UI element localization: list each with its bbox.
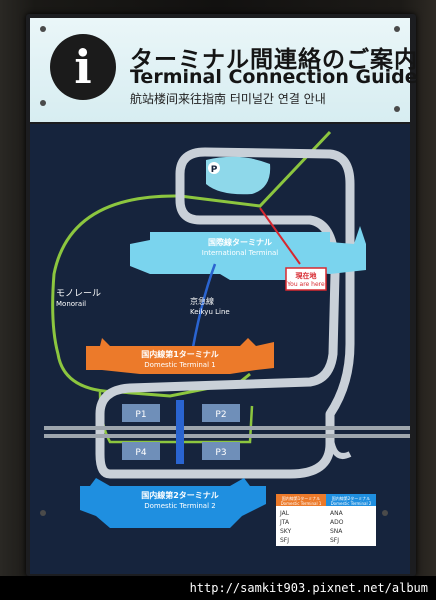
legend-t1-title-en: Domestic Terminal 1 <box>281 501 322 506</box>
legend-t2-title-en: Domestic Terminal 2 <box>331 501 372 506</box>
legend-t1-airline: SFJ <box>280 537 289 544</box>
monorail-line <box>51 130 332 398</box>
screw <box>40 100 46 106</box>
parking-p1 <box>122 404 160 422</box>
legend-t1-airline: SKY <box>280 528 292 535</box>
road-west-loop <box>327 423 352 459</box>
parking-p2-label: P2 <box>215 410 226 420</box>
parking-p4 <box>122 442 160 460</box>
highway-stripe <box>44 426 410 430</box>
you-are-here-label-ja: 現在地 <box>296 271 317 280</box>
parking-p4-label: P4 <box>135 448 146 458</box>
watermark-bar <box>0 576 436 600</box>
parking-p3 <box>202 442 240 460</box>
parking-p2 <box>202 404 240 422</box>
parking-circle <box>208 162 220 174</box>
map-drawing: P 国際線ターミナル International Terminal 現在地 Yo… <box>44 130 410 546</box>
domestic-terminal-2-label-ja: 国内線第2ターミナル <box>141 490 219 500</box>
monorail-label-en: Monorail <box>56 300 86 308</box>
legend-t2-airline: SNA <box>330 528 343 535</box>
legend-t2-airline: ANA <box>330 510 344 517</box>
screw <box>382 510 388 516</box>
domestic-terminal-1-label-en: Domestic Terminal 1 <box>144 361 215 369</box>
domestic-terminal-2-label-en: Domestic Terminal 2 <box>144 502 215 510</box>
you-are-here-box <box>285 267 327 291</box>
you-are-here-label-en: You are here <box>286 281 325 288</box>
legend-t2-airline: SFJ <box>330 537 339 544</box>
road-loop <box>95 147 355 479</box>
domestic-terminal-2 <box>80 478 266 528</box>
parking-area-top <box>206 156 271 195</box>
keikyu-station-bar <box>176 400 184 464</box>
terminal-map: P 国際線ターミナル International Terminal 現在地 Yo… <box>30 124 410 574</box>
screw <box>394 106 400 112</box>
monorail-label-ja: モノレール <box>56 289 101 299</box>
screw <box>40 510 46 516</box>
title-chinese-korean: 航站楼间来往指南 터미널간 연결 안내 <box>130 92 326 106</box>
screw <box>394 26 400 32</box>
legend-header-t2 <box>326 494 376 506</box>
watermark-text: http://samkit903.pixnet.net/album <box>189 581 428 595</box>
legend-t2-airline: ADO <box>330 519 344 526</box>
parking-symbol: P <box>211 165 218 175</box>
parking-p1-label: P1 <box>135 410 146 420</box>
you-are-here-pointer <box>259 207 301 265</box>
international-terminal-label-en: International Terminal <box>202 249 279 257</box>
international-terminal-label-ja: 国際線ターミナル <box>208 237 272 247</box>
title-english: Terminal Connection Guide <box>130 66 418 88</box>
keikyu-label-en: Keikyu Line <box>190 308 230 316</box>
domestic-terminal-1 <box>86 338 274 374</box>
screw <box>40 26 46 32</box>
info-icon: i <box>50 34 116 100</box>
legend-t1-title-ja: 国内線第1ターミナル <box>282 495 321 501</box>
title-japanese: ターミナル間連絡のご案内 <box>130 47 418 73</box>
keikyu-label-ja: 京急線 <box>190 296 214 306</box>
legend-t2-title-ja: 国内線第2ターミナル <box>332 495 371 501</box>
legend-header-t1 <box>276 494 326 506</box>
highway-stripe <box>44 434 410 438</box>
domestic-terminal-1-label-ja: 国内線第1ターミナル <box>141 349 219 359</box>
legend-t1-airline: JTA <box>279 519 290 526</box>
international-terminal <box>130 226 366 280</box>
parking-p3-label: P3 <box>215 448 226 458</box>
legend-t1-airline: JAL <box>279 510 290 517</box>
